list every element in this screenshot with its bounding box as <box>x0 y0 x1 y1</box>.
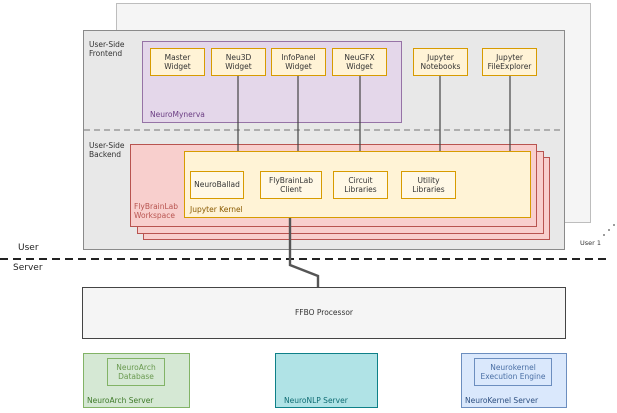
neuronlp-server-label: NeuroNLP Server <box>284 396 348 405</box>
utility-libraries-box: Utility Libraries <box>401 171 456 199</box>
user1-label: User 1 <box>580 239 602 247</box>
more-users-dot <box>613 224 615 226</box>
circuit-libraries-box: Circuit Libraries <box>333 171 388 199</box>
user-side-backend-label: User-Side Backend <box>89 141 125 159</box>
jupyter-notebooks-widget: Jupyter Notebooks <box>413 48 468 76</box>
neu3d-widget: Neu3D Widget <box>211 48 266 76</box>
server-label: Server <box>13 263 43 273</box>
ffbo-processor-box <box>82 287 566 339</box>
kernel-ffbo-connector <box>288 218 320 287</box>
master-widget: Master Widget <box>150 48 205 76</box>
ffbo-processor-label: FFBO Processor <box>294 308 354 317</box>
jupyter-kernel-label: Jupyter Kernel <box>190 205 243 214</box>
user-side-frontend-label: User-Side Frontend <box>89 40 125 58</box>
neuromynerva-label: NeuroMynerva <box>150 110 205 119</box>
jupyter-fileexplorer-widget: Jupyter FileExplorer <box>482 48 537 76</box>
user-label: User <box>18 243 39 253</box>
neuroarch-server-label: NeuroArch Server <box>87 396 154 405</box>
flybrainlab-client-box: FlyBrainLab Client <box>260 171 322 199</box>
neurokernel-server-label: NeuroKernel Server <box>465 396 539 405</box>
neuroballad-box: NeuroBallad <box>190 171 244 199</box>
more-users-dot <box>608 229 610 231</box>
neuronlp-server-box <box>275 353 378 408</box>
more-users-dot <box>603 234 605 236</box>
neugfx-widget: NeuGFX Widget <box>332 48 387 76</box>
neurokernel-engine-box: Neurokernel Execution Engine <box>474 358 552 386</box>
flybrainlab-workspace-label: FlyBrainLab Workspace <box>134 202 179 220</box>
neuroarch-database-box: NeuroArch Database <box>107 358 165 386</box>
infopanel-widget: InfoPanel Widget <box>271 48 326 76</box>
